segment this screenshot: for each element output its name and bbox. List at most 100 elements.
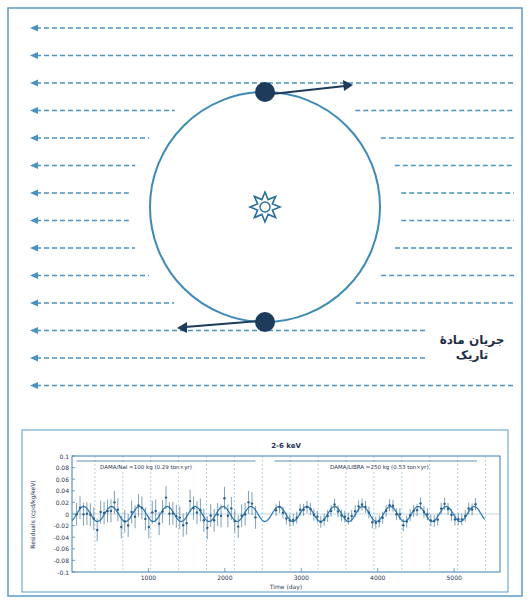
error-bar: [107, 500, 108, 523]
data-point: [82, 513, 84, 515]
error-bar: [344, 511, 345, 523]
data-point: [89, 514, 91, 516]
error-bar: [434, 515, 435, 527]
flow-line: [36, 247, 135, 248]
error-bar: [104, 501, 105, 524]
data-point: [86, 512, 88, 514]
data-point: [185, 522, 187, 524]
error-bar: [110, 499, 111, 522]
data-point: [230, 507, 232, 509]
data-point: [447, 508, 449, 510]
flow-line: [381, 275, 514, 276]
grid-line: [373, 456, 374, 572]
tick-label: 0.08: [56, 464, 69, 471]
error-bar: [427, 508, 428, 520]
data-point: [323, 519, 325, 521]
data-point: [292, 519, 294, 521]
data-point: [320, 521, 322, 523]
error-bar: [207, 516, 208, 539]
flow-arrowhead: [30, 355, 38, 362]
tick: [72, 572, 75, 573]
error-bar: [128, 514, 129, 537]
data-point: [430, 519, 432, 521]
error-bar: [413, 505, 414, 517]
flow-line: [36, 220, 129, 221]
error-bar: [365, 501, 366, 513]
tick: [72, 456, 75, 457]
data-point: [192, 507, 194, 509]
data-point: [237, 525, 239, 527]
data-point: [364, 506, 366, 508]
period-bar: [275, 461, 478, 462]
error-bar: [458, 513, 459, 525]
data-point: [289, 519, 291, 521]
error-bar: [152, 501, 153, 524]
error-bar: [441, 503, 442, 515]
error-bar: [320, 516, 321, 528]
data-point: [206, 527, 208, 529]
tick-label: -0.06: [53, 545, 69, 552]
error-bar: [248, 491, 249, 514]
flow-arrowhead: [30, 300, 38, 307]
error-bar: [296, 512, 297, 524]
error-bar: [472, 504, 473, 516]
tick-label: 0.1: [59, 453, 69, 460]
data-point: [333, 503, 335, 505]
error-bar: [444, 498, 445, 510]
flow-arrowhead: [30, 80, 38, 87]
data-point: [423, 511, 425, 513]
tick-label: 3000: [294, 574, 309, 581]
error-bar: [176, 505, 177, 528]
data-point: [409, 514, 411, 516]
error-bar: [135, 505, 136, 528]
data-point: [234, 520, 236, 522]
data-point: [223, 497, 225, 499]
tick-label: 0.02: [56, 499, 69, 506]
flow-arrowhead: [30, 52, 38, 59]
tick: [377, 568, 378, 572]
tick: [72, 514, 75, 515]
data-point: [227, 515, 229, 517]
data-point: [117, 509, 119, 511]
error-bar: [389, 499, 390, 511]
error-bar: [224, 487, 225, 510]
error-bar: [100, 501, 101, 524]
error-bar: [196, 501, 197, 524]
error-bar: [468, 503, 469, 515]
data-point: [151, 511, 153, 513]
tick-label: 0: [65, 511, 69, 518]
grid-line: [429, 456, 430, 572]
data-point: [254, 516, 256, 518]
error-bar: [351, 510, 352, 522]
tick: [72, 467, 75, 468]
tick: [72, 502, 75, 503]
grid-line: [457, 456, 458, 572]
data-point: [103, 512, 105, 514]
data-point: [120, 526, 122, 528]
data-point: [148, 526, 150, 528]
error-bar: [210, 504, 211, 527]
error-bar: [90, 503, 91, 526]
flow-line: [36, 192, 129, 193]
data-point: [141, 507, 143, 509]
data-point: [461, 518, 463, 520]
data-point: [165, 496, 167, 498]
error-bar: [83, 503, 84, 526]
tick-label: 0.06: [56, 476, 69, 483]
data-point: [406, 520, 408, 522]
data-point: [471, 508, 473, 510]
error-bar: [172, 502, 173, 525]
error-bar: [131, 500, 132, 523]
grid-line: [318, 456, 319, 572]
data-point: [251, 502, 253, 504]
tick-label: 5000: [447, 574, 462, 581]
data-point: [106, 510, 108, 512]
tick: [72, 490, 75, 491]
flow-label: جریان مادهٔ تاریک: [434, 333, 510, 363]
error-bar: [193, 497, 194, 520]
flow-arrowhead: [30, 107, 38, 114]
chart-title: 2-6 keV: [271, 442, 301, 450]
error-bar: [420, 497, 421, 509]
grid-line: [206, 456, 207, 572]
velocity-arrow: [272, 86, 345, 94]
